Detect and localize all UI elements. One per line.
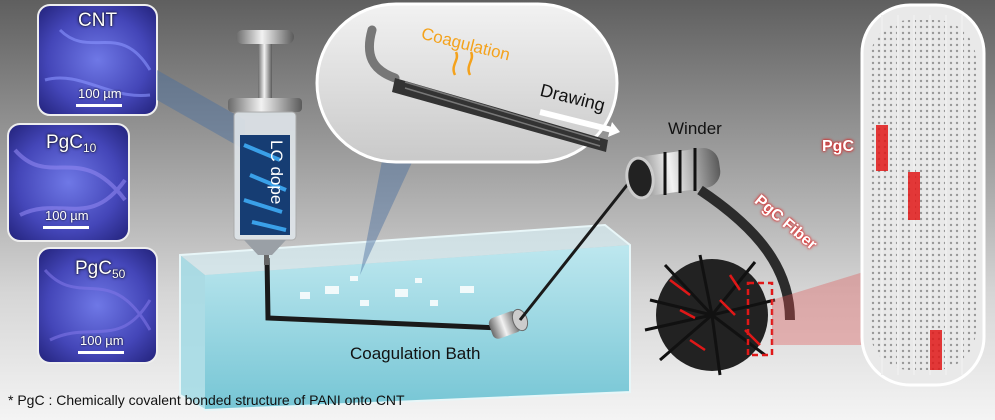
coagulation-bath-label: Coagulation Bath <box>350 344 481 363</box>
micrograph-label-pgc10: PgC10 <box>46 132 97 155</box>
micrograph-cnt <box>37 4 158 116</box>
scale-text-pgc50: 100 µm <box>80 333 124 348</box>
micrograph-pgc10 <box>7 123 130 242</box>
fiber-in-bath <box>264 257 501 331</box>
fiber-bundle <box>697 185 795 321</box>
scale-bar-pgc10 <box>43 226 89 229</box>
drawing-arrow <box>539 109 613 133</box>
micrograph-label-pgc50: PgC50 <box>75 258 126 281</box>
micrograph-tiles <box>7 4 158 364</box>
coag-arrow-1 <box>452 51 459 76</box>
winder-label: Winder <box>668 119 722 138</box>
scale-bar-pgc50 <box>78 351 124 354</box>
winder <box>625 148 721 200</box>
fiber-to-winder <box>518 174 637 321</box>
pgc-label: PgC <box>822 138 854 155</box>
zoom-cone-bubble <box>360 145 420 275</box>
lc-dope-label: LC dope <box>267 140 286 205</box>
spinneret-detail <box>364 25 608 152</box>
zoom-box <box>746 281 774 357</box>
pgc-aggregate <box>644 254 776 376</box>
pgc-structure-panel <box>860 3 986 387</box>
footnote: * PgC : Chemically covalent bonded struc… <box>8 392 405 408</box>
zoom-cone-syringe <box>157 70 245 150</box>
zoom-cone-structure <box>772 270 870 345</box>
coag-arrow-2 <box>467 51 474 76</box>
scale-text-cnt: 100 µm <box>78 86 122 101</box>
scale-bar-cnt <box>76 104 122 107</box>
micrograph-label-cnt: CNT <box>78 10 118 31</box>
scale-text-pgc10: 100 µm <box>45 208 89 223</box>
coagulation-bath <box>179 223 631 412</box>
syringe <box>228 30 302 265</box>
